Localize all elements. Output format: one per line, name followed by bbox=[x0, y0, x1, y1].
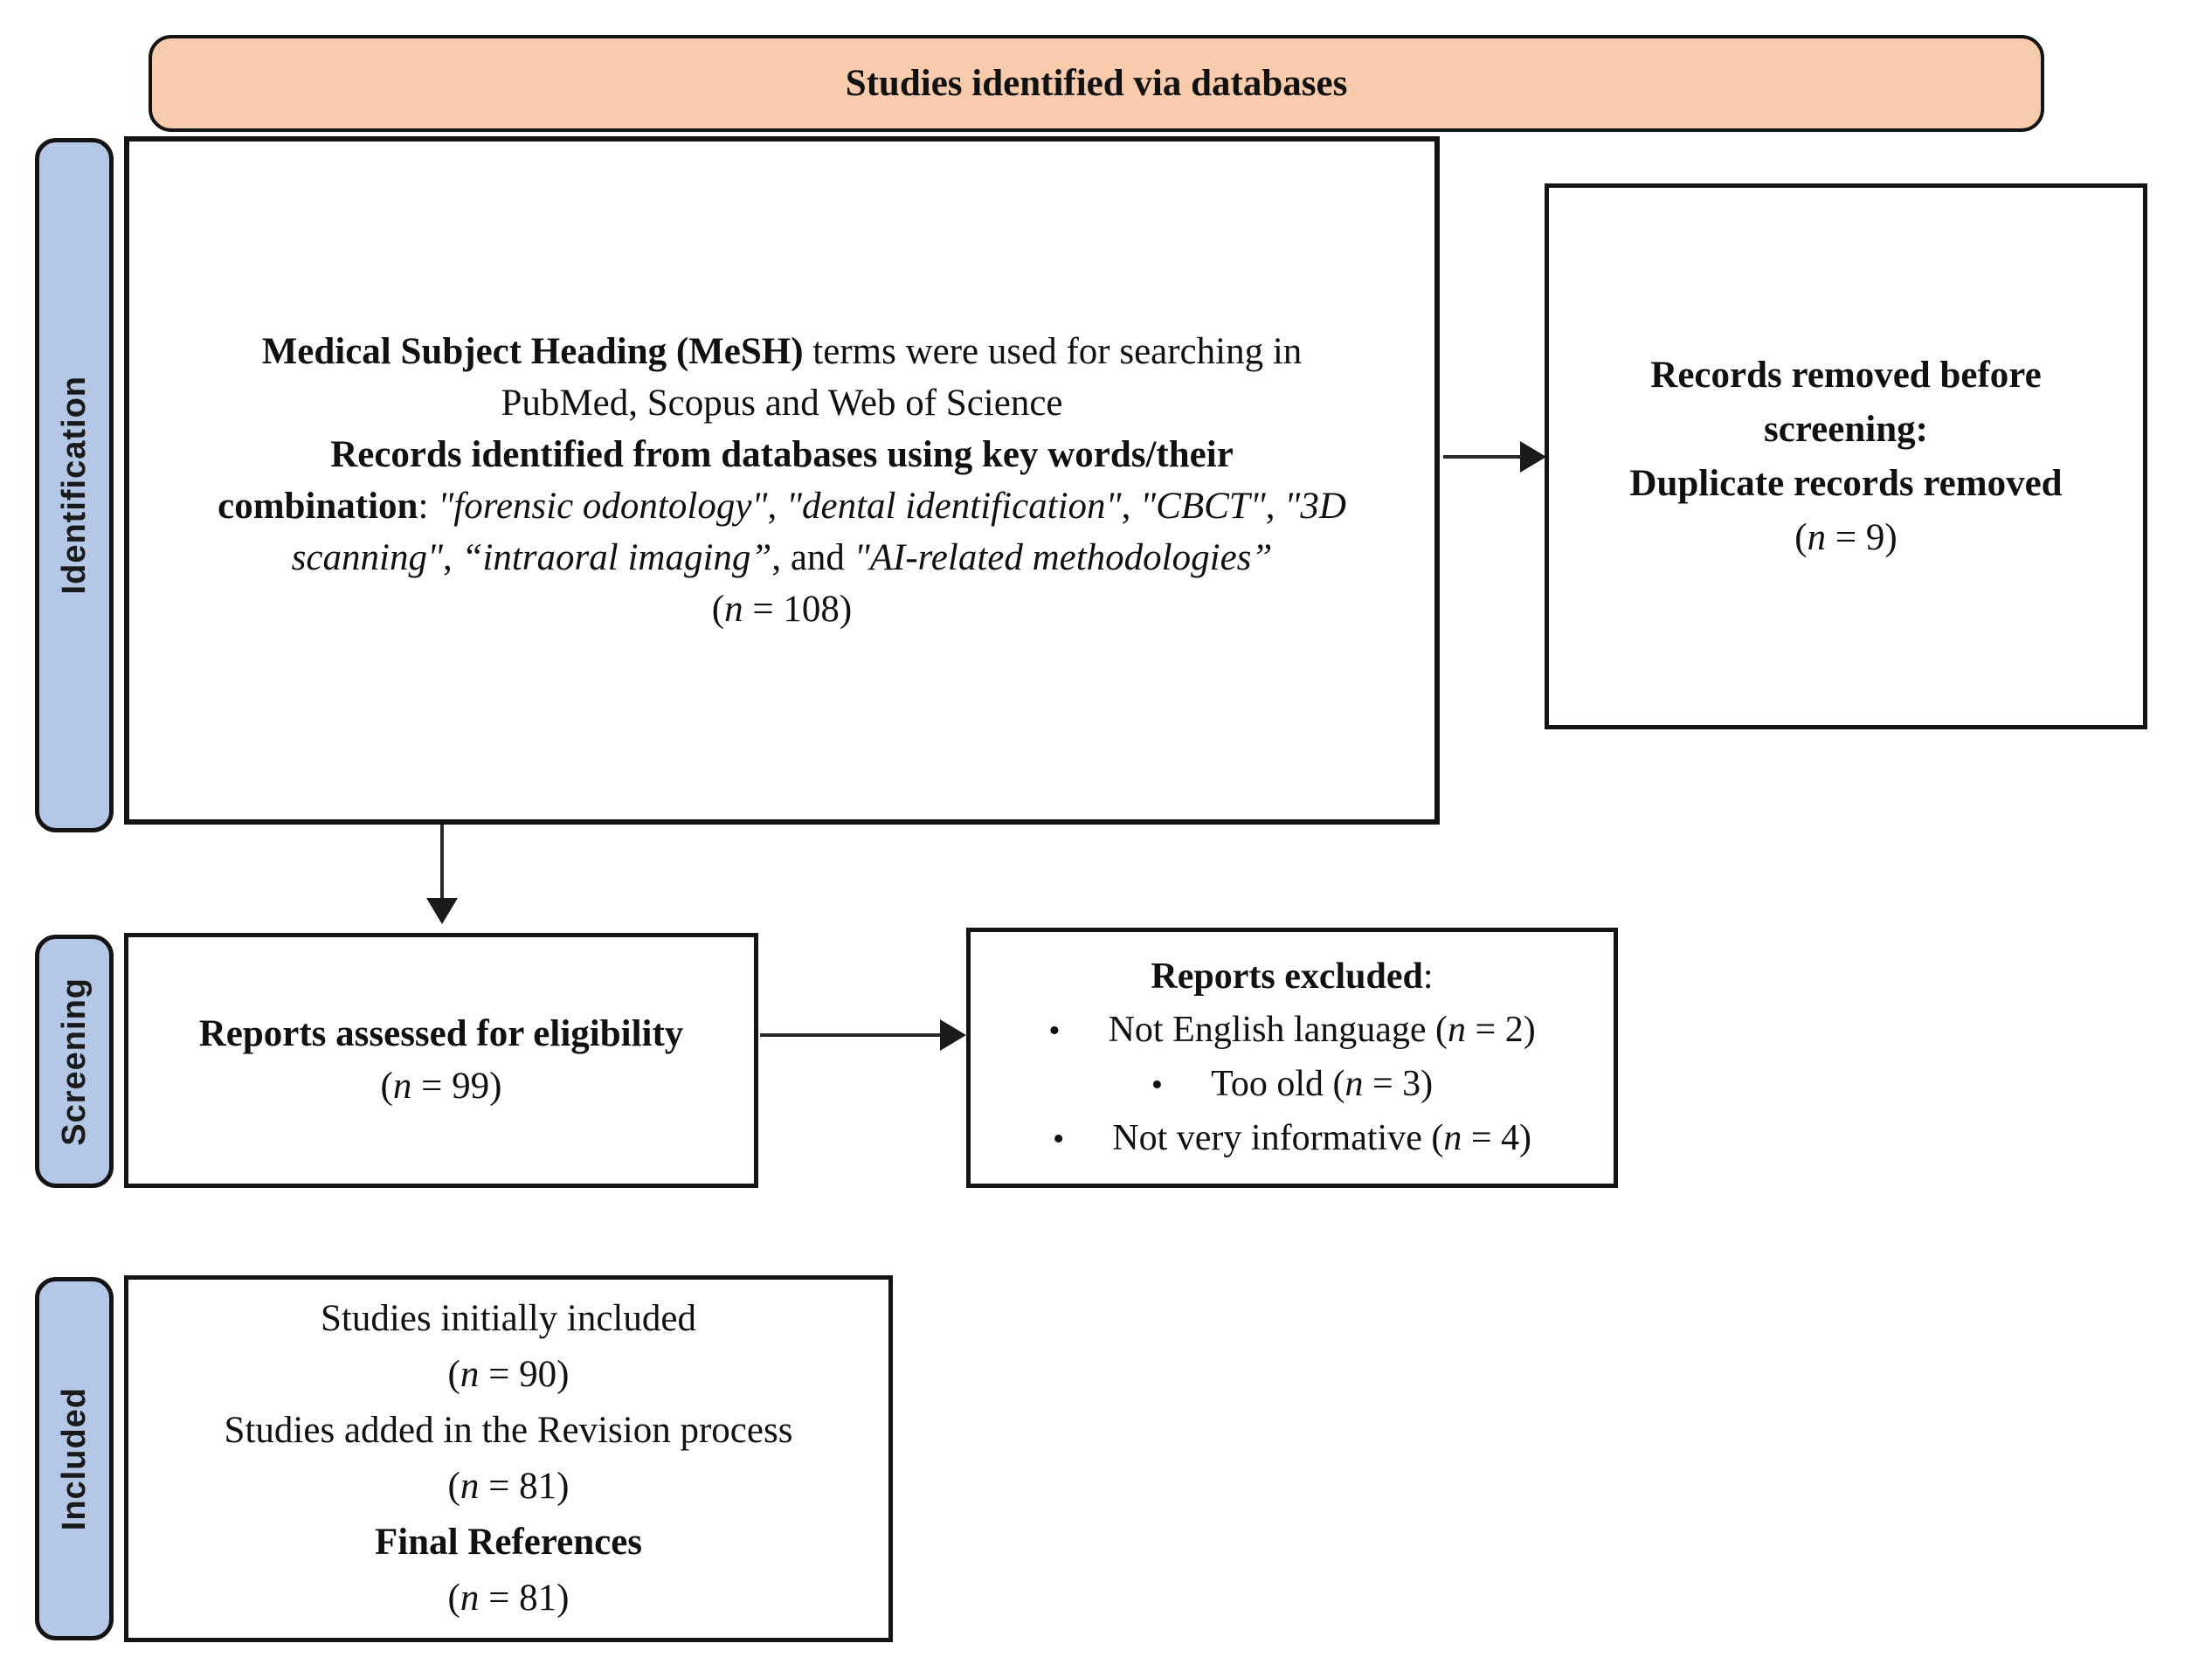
included-box: Studies initially included (n = 90) Stud… bbox=[124, 1275, 893, 1642]
included-count-3: (n = 81) bbox=[447, 1578, 570, 1619]
banner-studies-identified: Studies identified via databases bbox=[149, 35, 2044, 132]
identification-line-5: scanning", “intraoral imaging”, and "AI-… bbox=[291, 537, 1273, 578]
reports-excluded-box: Reports excluded: • Not English language… bbox=[966, 928, 1618, 1188]
bullet-icon: • bbox=[1052, 1120, 1065, 1157]
records-removed-line-2: screening: bbox=[1764, 408, 1928, 450]
excluded-item-text: Not English language (n = 2) bbox=[1108, 1009, 1536, 1050]
reports-excluded-title: Reports excluded: bbox=[1151, 956, 1434, 997]
arrow-down-identification-to-screening-line bbox=[440, 825, 444, 901]
reports-assessed-line: Reports assessed for eligibility bbox=[198, 1013, 684, 1054]
reports-excluded-text: Reports excluded: • Not English language… bbox=[986, 950, 1598, 1166]
arrow-right-identification-to-records-line bbox=[1443, 455, 1524, 459]
excluded-item-not-english: • Not English language (n = 2) bbox=[986, 1004, 1598, 1058]
identification-line-4: combination: "forensic odontology", "den… bbox=[218, 486, 1346, 527]
identification-line-2: PubMed, Scopus and Web of Science bbox=[501, 383, 1063, 424]
stage-tab-identification: Identification bbox=[35, 138, 114, 832]
identification-box: Medical Subject Heading (MeSH) terms wer… bbox=[124, 136, 1440, 825]
records-removed-box: Records removed before screening: Duplic… bbox=[1545, 183, 2147, 729]
reports-assessed-box: Reports assessed for eligibility (n = 99… bbox=[124, 933, 758, 1188]
stage-tab-identification-label: Identification bbox=[55, 376, 93, 595]
arrow-right-icon bbox=[1520, 441, 1546, 473]
bullet-icon: • bbox=[1151, 1066, 1164, 1103]
excluded-item-text: Not very informative (n = 4) bbox=[1112, 1117, 1532, 1158]
arrow-down-icon bbox=[426, 898, 458, 924]
records-removed-line-3: Duplicate records removed bbox=[1629, 462, 2063, 504]
identification-line-3: Records identified from databases using … bbox=[330, 434, 1234, 475]
banner-label: Studies identified via databases bbox=[845, 63, 1348, 104]
bullet-icon: • bbox=[1048, 1012, 1061, 1049]
reports-assessed-count: (n = 99) bbox=[380, 1066, 502, 1107]
identification-line-1: Medical Subject Heading (MeSH) terms wer… bbox=[261, 331, 1303, 372]
arrow-right-icon bbox=[940, 1019, 966, 1051]
excluded-item-not-informative: • Not very informative (n = 4) bbox=[986, 1112, 1598, 1166]
included-count-1: (n = 90) bbox=[447, 1354, 570, 1395]
stage-tab-included: Included bbox=[35, 1277, 114, 1640]
arrow-right-screening-to-excluded-line bbox=[760, 1033, 942, 1037]
stage-tab-screening-label: Screening bbox=[55, 977, 93, 1146]
reports-assessed-text: Reports assessed for eligibility (n = 99… bbox=[199, 1008, 684, 1113]
included-line-1: Studies initially included bbox=[321, 1298, 696, 1339]
records-removed-text: Records removed before screening: Duplic… bbox=[1629, 349, 2062, 565]
included-count-2: (n = 81) bbox=[447, 1466, 570, 1507]
identification-box-text: Medical Subject Heading (MeSH) terms wer… bbox=[144, 326, 1420, 635]
records-removed-count: (n = 9) bbox=[1794, 516, 1897, 558]
stage-tab-screening: Screening bbox=[35, 935, 114, 1188]
included-text: Studies initially included (n = 90) Stud… bbox=[225, 1291, 793, 1626]
stage-tab-included-label: Included bbox=[55, 1386, 93, 1531]
records-removed-line-1: Records removed before bbox=[1650, 354, 2042, 396]
excluded-item-text: Too old (n = 3) bbox=[1211, 1063, 1434, 1104]
identification-count: (n = 108) bbox=[711, 589, 853, 630]
included-line-2: Studies added in the Revision process bbox=[224, 1410, 793, 1451]
excluded-item-too-old: • Too old (n = 3) bbox=[986, 1058, 1598, 1112]
included-line-3: Final References bbox=[374, 1522, 643, 1563]
